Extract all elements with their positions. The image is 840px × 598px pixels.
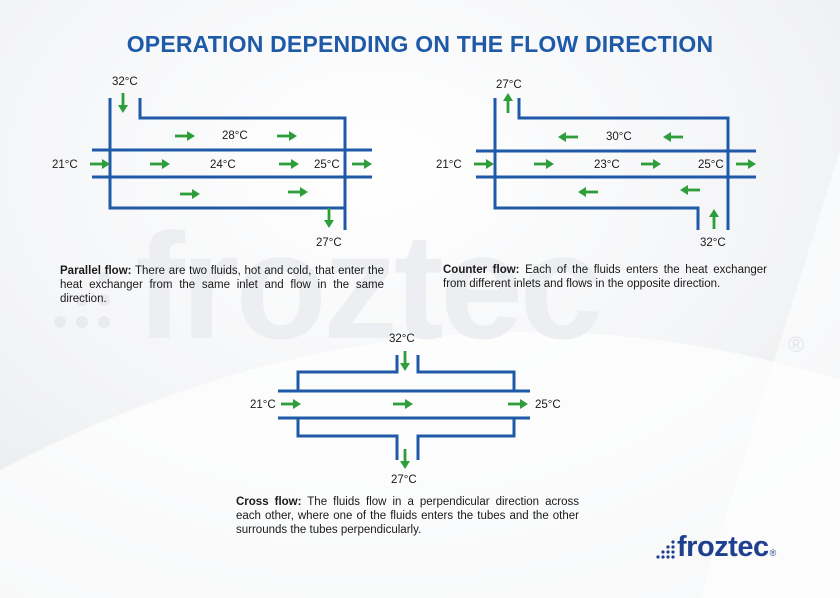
parallel-flow-description: Parallel flow: There are two fluids, hot… (60, 264, 384, 306)
counter-flow-description: Counter flow: Each of the fluids enters … (443, 263, 767, 291)
counter-tube-arrow (736, 159, 756, 169)
cross-flow-heading: Cross flow: (236, 496, 302, 508)
parallel-hot-in-label: 32°C (112, 76, 138, 88)
cross-flow-text: The fluids flow in a perpendicular direc… (236, 496, 579, 536)
counter-hot-in-label: 32°C (700, 237, 726, 249)
counter-flow-diagram: 27°C 30°C 21°C 23°C 25°C 32°C (436, 79, 756, 249)
parallel-flow-heading: Parallel flow: (60, 265, 132, 277)
cross-tube-arrow (508, 399, 528, 409)
counter-hot-out-label: 27°C (496, 79, 522, 91)
counter-shell-arrow (663, 132, 683, 142)
counter-shell-arrow (680, 185, 700, 195)
cross-cold-in-label: 21°C (250, 399, 276, 411)
logo-dots-icon (656, 540, 675, 559)
parallel-cold-in-label: 21°C (52, 159, 78, 171)
cross-hot-in-label: 32°C (389, 333, 415, 345)
counter-tube-pipe (476, 149, 756, 179)
froztec-logo: froztec ® (655, 530, 776, 564)
cross-tube-arrow (393, 399, 413, 409)
counter-tube-arrow (641, 159, 661, 169)
cross-hot-in-arrow (400, 351, 410, 371)
logo-text: froztec (677, 530, 769, 563)
parallel-tube-arrow (150, 159, 170, 169)
parallel-shell-pipe (108, 98, 347, 230)
parallel-hot-in-arrow (118, 93, 128, 113)
parallel-flow-diagram: 32°C 28°C 21°C 24°C 25°C 27°C (52, 76, 372, 249)
cross-flow-diagram: 32°C 21°C 25°C 27°C (250, 333, 561, 486)
cross-hot-out-arrow (400, 449, 410, 469)
counter-tube-arrow (534, 159, 554, 169)
parallel-hot-out-label: 27°C (316, 237, 342, 249)
parallel-flow-text: There are two fluids, hot and cold, that… (60, 265, 385, 305)
counter-cold-in-label: 21°C (436, 159, 462, 171)
counter-hot-in-arrow (709, 209, 719, 229)
cross-shell-pipe (296, 355, 516, 460)
logo-registered-mark: ® (769, 548, 777, 558)
cross-cold-out-label: 25°C (535, 399, 561, 411)
parallel-tube-arrow (352, 159, 372, 169)
counter-shell-pipe (493, 98, 730, 230)
parallel-tube-arrow (90, 159, 110, 169)
parallel-shell-mid-label: 28°C (222, 130, 248, 142)
counter-shell-arrow (558, 132, 578, 142)
counter-flow-heading: Counter flow: (443, 264, 520, 276)
counter-shell-mid-label: 30°C (606, 131, 632, 143)
watermark-text: froztec (135, 202, 599, 370)
parallel-shell-arrow (288, 187, 308, 197)
cross-flow-description: Cross flow: The fluids flow in a perpend… (236, 495, 579, 537)
parallel-cold-out-label: 25°C (314, 159, 340, 171)
parallel-hot-out-arrow (324, 208, 334, 228)
parallel-tube-mid-label: 24°C (210, 159, 236, 171)
counter-hot-out-arrow (503, 93, 513, 113)
watermark-registered-mark: ® (788, 332, 804, 357)
counter-cold-out-label: 25°C (698, 159, 724, 171)
cross-tube-pipe (278, 389, 530, 420)
counter-flow-text: Each of the fluids enters the heat excha… (443, 264, 767, 290)
counter-tube-arrow (474, 159, 494, 169)
parallel-tube-pipe (92, 148, 372, 179)
watermark: froztec ® (54, 202, 804, 370)
counter-shell-arrow (578, 187, 598, 197)
parallel-shell-arrow (277, 131, 297, 141)
page-title: OPERATION DEPENDING ON THE FLOW DIRECTIO… (126, 31, 714, 57)
cross-hot-out-label: 27°C (391, 474, 417, 486)
parallel-tube-arrow (279, 159, 299, 169)
parallel-shell-arrow (175, 131, 195, 141)
cross-tube-arrow (281, 399, 301, 409)
counter-tube-mid-label: 23°C (594, 159, 620, 171)
parallel-shell-arrow (180, 189, 200, 199)
